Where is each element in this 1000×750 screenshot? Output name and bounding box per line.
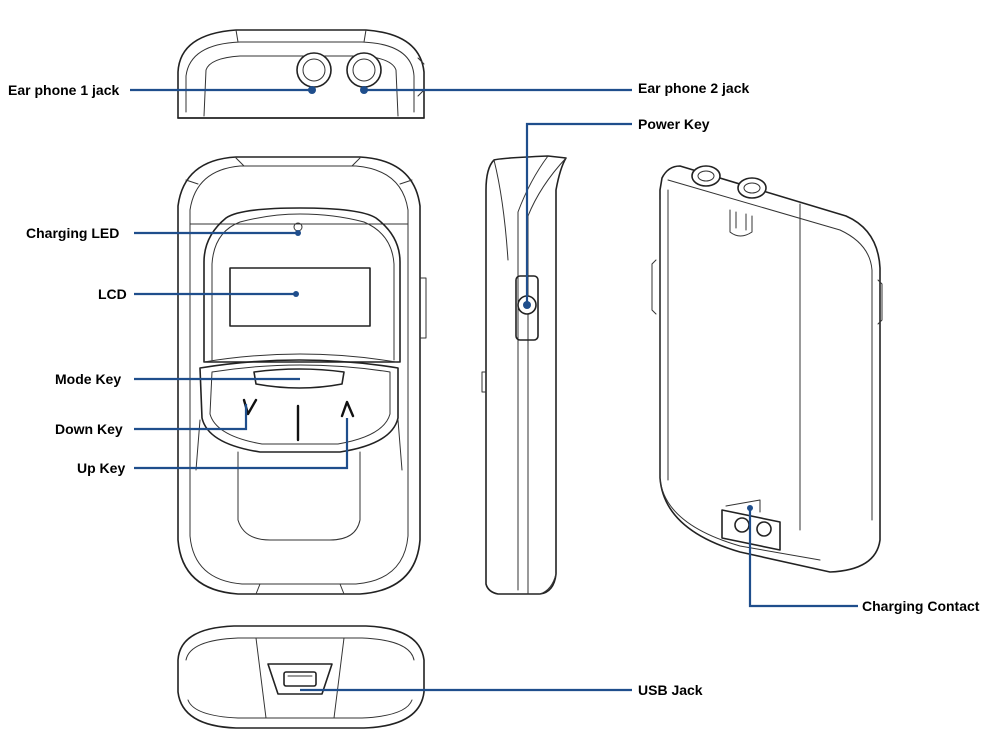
power-key-dot [523, 301, 531, 309]
label-down-key: Down Key [55, 421, 123, 437]
bottom-view [177, 625, 425, 729]
earphone1-jack-ring [296, 52, 332, 88]
label-power-key: Power Key [638, 116, 710, 132]
label-earphone1-jack: Ear phone 1 jack [8, 82, 120, 98]
label-usb-jack: USB Jack [638, 682, 703, 698]
mode-key-shape [253, 368, 345, 389]
top-view [177, 29, 425, 119]
earphone2-jack-ring [346, 52, 382, 88]
charging-led-dot-marker [295, 230, 301, 236]
label-up-key: Up Key [77, 460, 126, 476]
power-key-leader [525, 122, 632, 305]
back-view [651, 165, 883, 573]
charging-contact-leader [748, 508, 858, 608]
up-key-leader [134, 418, 349, 470]
lcd-window [229, 267, 371, 327]
front-view [177, 156, 427, 595]
earphone2-dot [360, 86, 368, 94]
label-mode-key: Mode Key [55, 371, 122, 387]
label-earphone2-jack: Ear phone 2 jack [638, 80, 750, 96]
charging-contact-shape [721, 509, 781, 551]
down-key-leader [134, 404, 248, 431]
label-lcd: LCD [98, 286, 127, 302]
earphone1-dot [308, 86, 316, 94]
label-charging-led: Charging LED [26, 225, 120, 241]
lcd-dot [293, 291, 299, 297]
usb-port-shape [267, 663, 333, 695]
charging-contact-dot [747, 505, 753, 511]
leader-lines [130, 86, 858, 692]
label-charging-contact: Charging Contact [862, 598, 980, 614]
side-view [481, 155, 567, 595]
